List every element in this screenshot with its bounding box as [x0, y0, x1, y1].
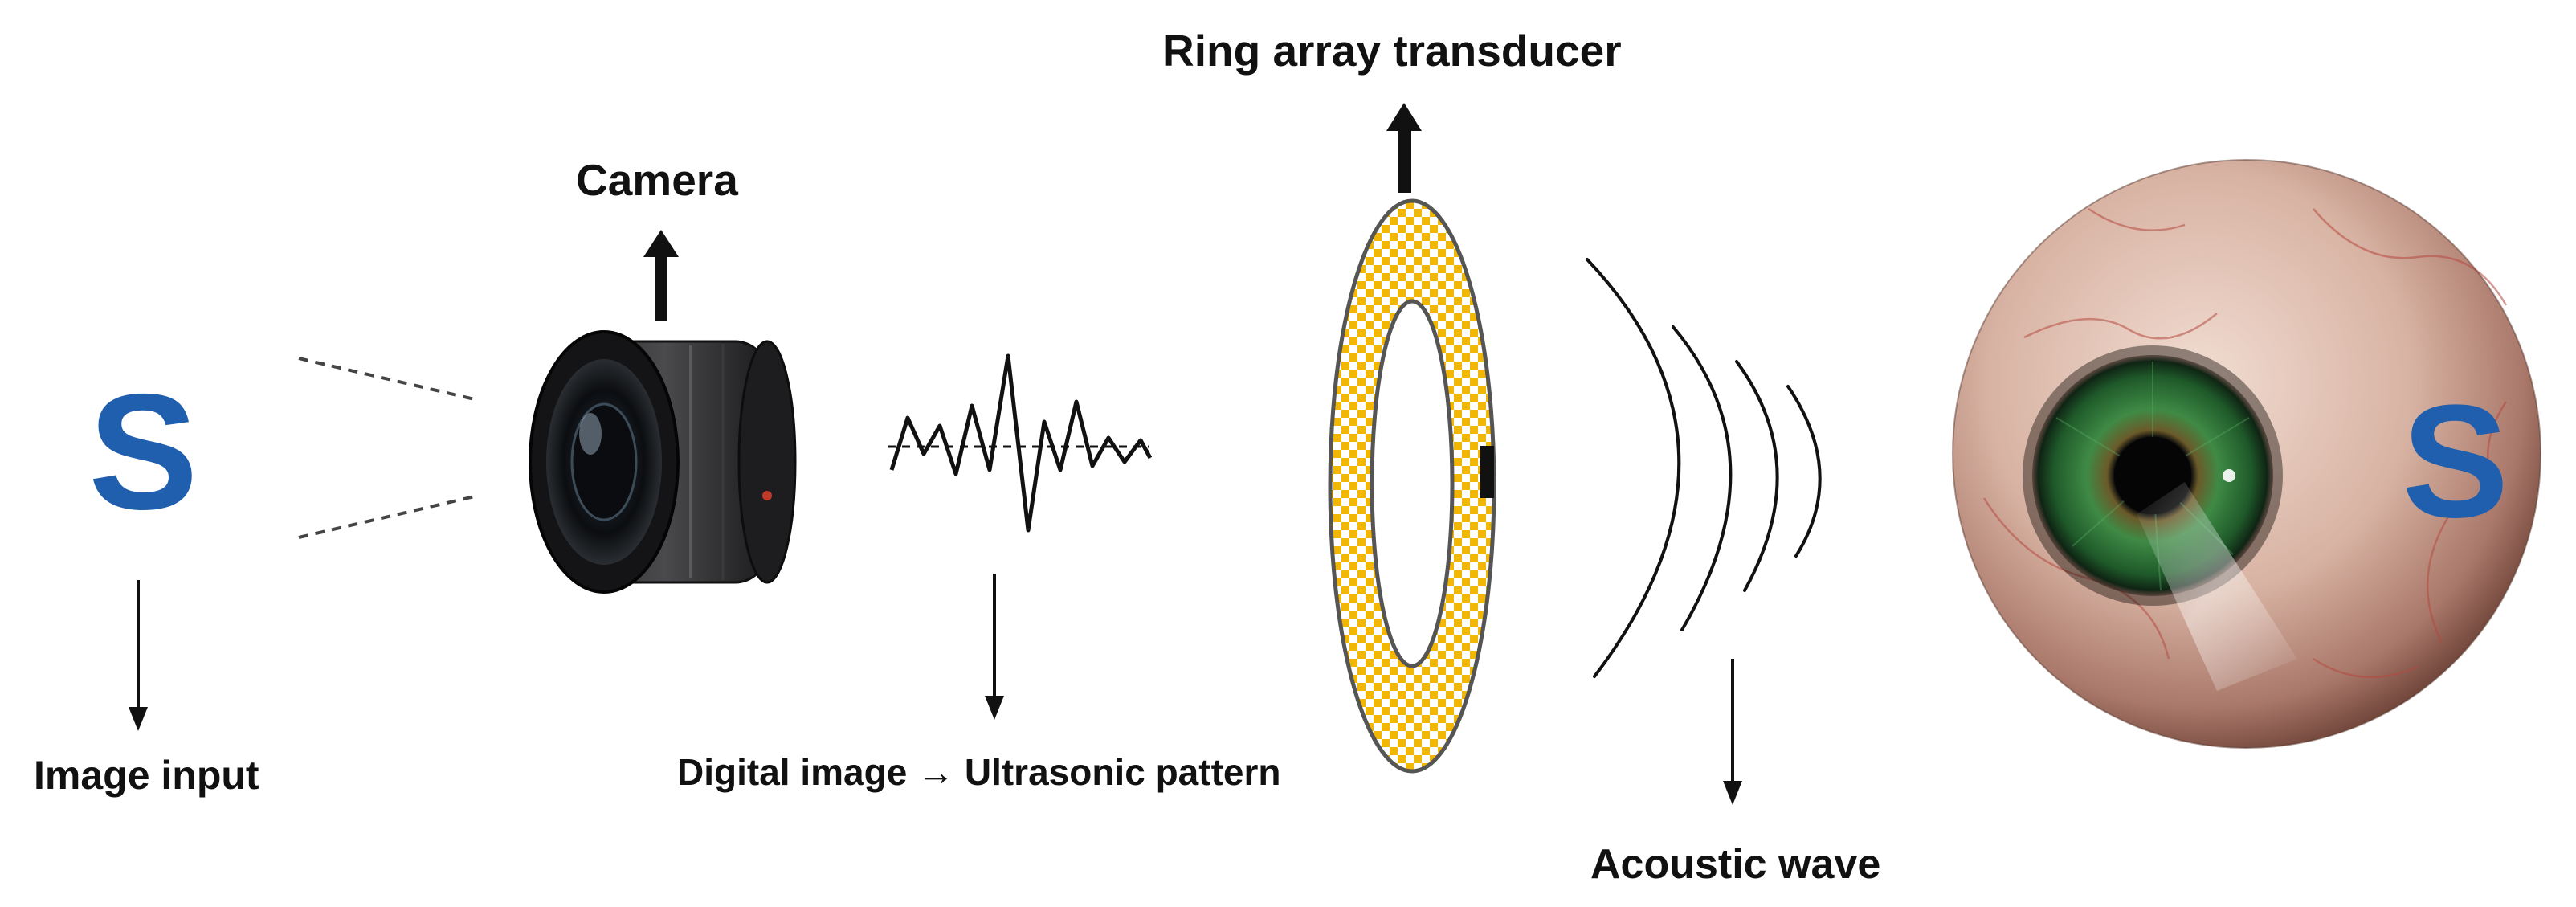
- acoustic-wave-label: Acoustic wave: [1590, 841, 1881, 888]
- image-input-arrow: [129, 580, 148, 731]
- ring-transducer-icon: [1328, 198, 1496, 774]
- input-letter-s: S: [88, 360, 198, 544]
- acoustic-wave-arrow: [1723, 659, 1742, 805]
- camera-label: Camera: [576, 155, 738, 205]
- transducer-arrow: [1386, 103, 1422, 193]
- ring-array-transducer-label: Ring array transducer: [1162, 26, 1622, 76]
- projected-letter-s: S: [2402, 372, 2509, 551]
- waveform-arrow: [985, 574, 1004, 720]
- eyeball-icon: [1952, 159, 2541, 749]
- digital-to-ultrasonic-label: Digital image → Ultrasonic pattern: [677, 751, 1281, 793]
- camera-lens-icon: [529, 330, 797, 594]
- acoustic-wave-icon: [1586, 258, 1822, 678]
- camera-field-of-view: [298, 357, 479, 539]
- camera-arrow: [643, 230, 679, 321]
- waveform-icon: [888, 353, 1153, 533]
- image-input-label: Image input: [34, 753, 259, 798]
